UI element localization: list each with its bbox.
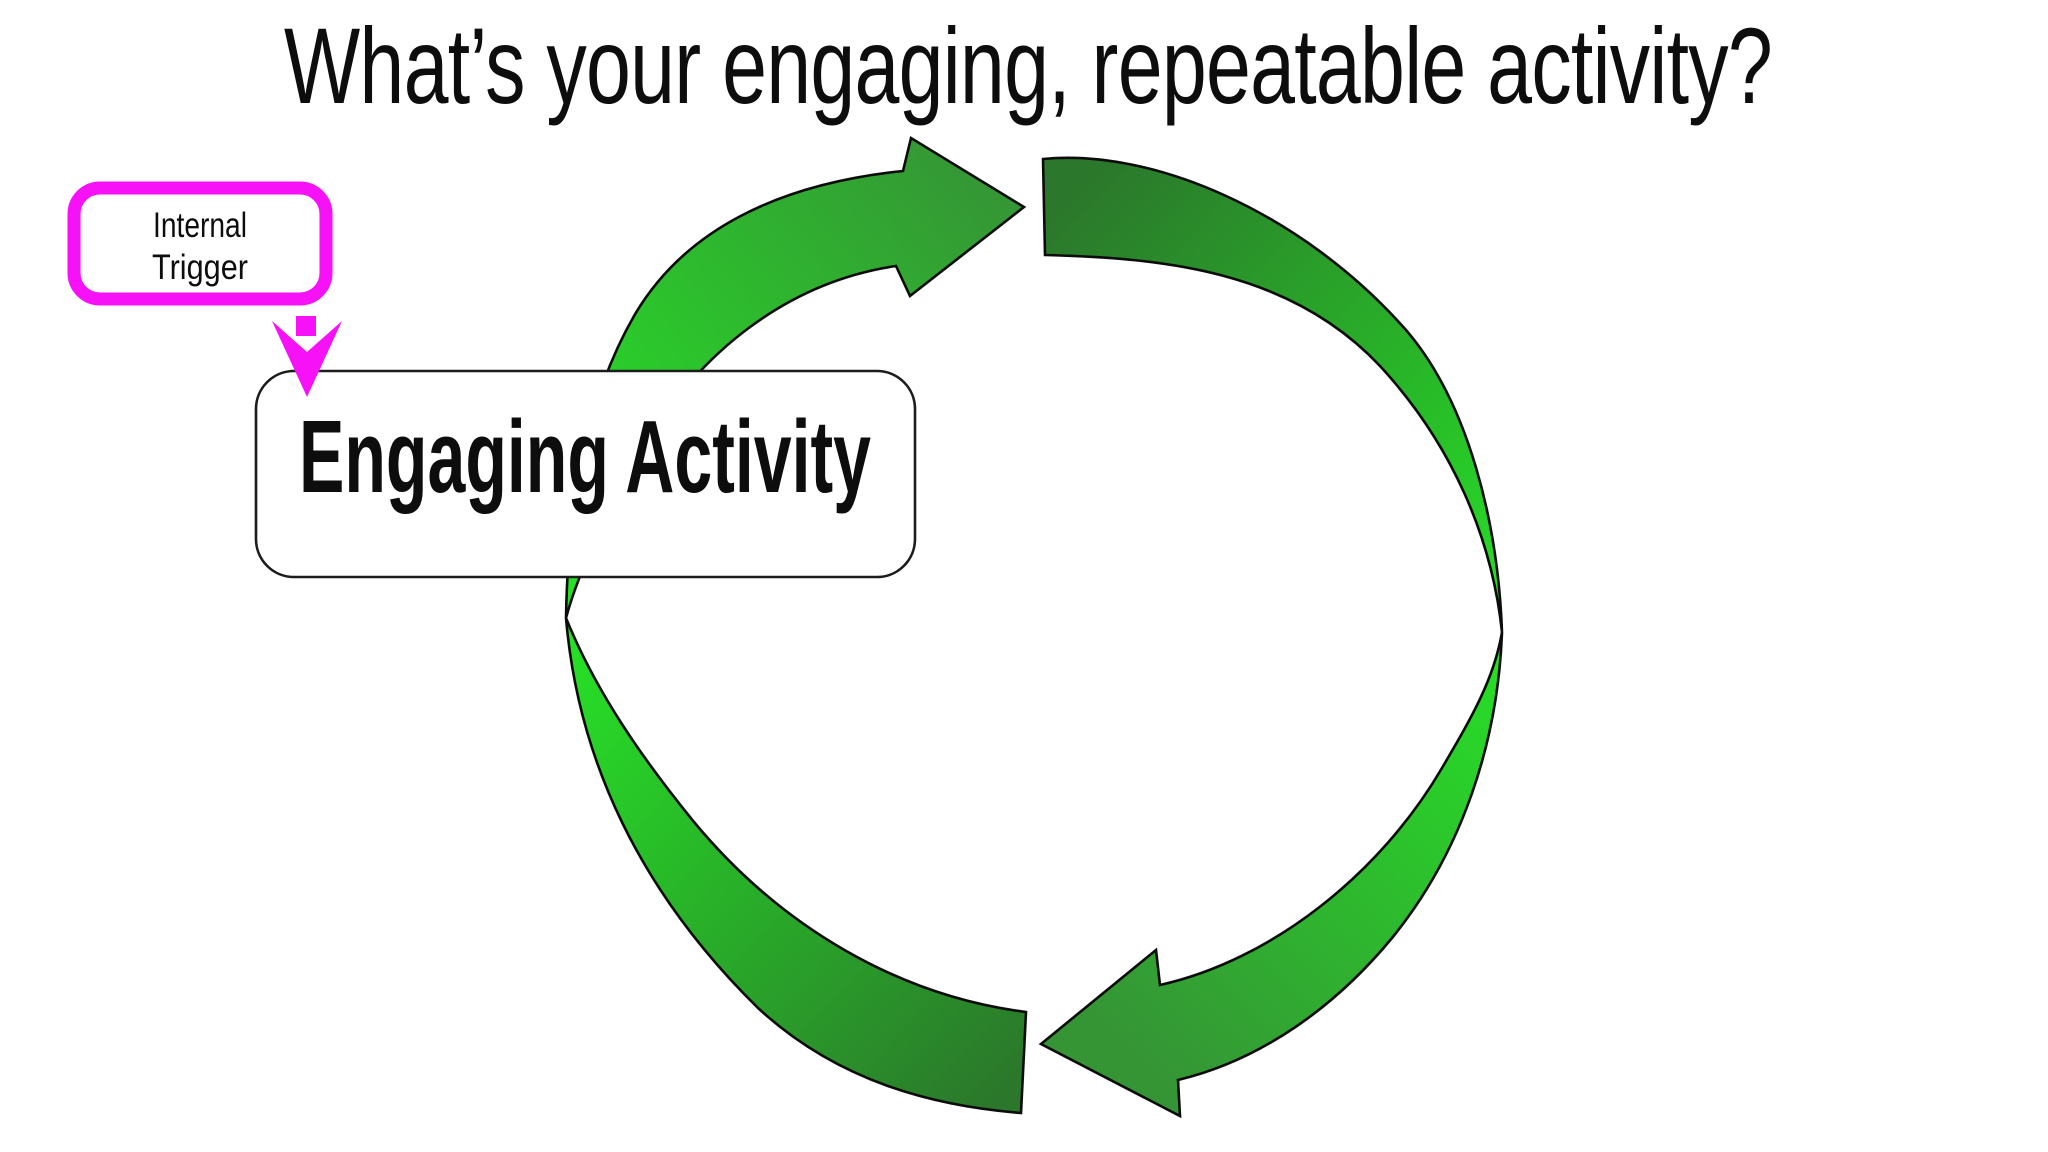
trigger-label-line1: Internal xyxy=(153,206,247,245)
trigger-arrow-dash xyxy=(296,316,316,336)
trigger-arrowhead-icon xyxy=(272,321,342,397)
trigger-arrow xyxy=(272,316,342,397)
activity-box xyxy=(254,369,917,579)
trigger-node: Internal Trigger xyxy=(67,181,333,306)
trigger-box xyxy=(67,181,333,306)
trigger-label-line2: Trigger xyxy=(152,248,248,287)
cycle-diagram xyxy=(564,135,1504,1119)
cycle-arrow-upper-right xyxy=(1041,156,1504,633)
activity-label: Engaging Activity xyxy=(299,399,871,514)
cycle-arrow-lower-left xyxy=(564,617,1028,1115)
slide-title: What’s your engaging, repeatable activit… xyxy=(284,5,1772,126)
activity-node: Engaging Activity xyxy=(254,369,917,579)
cycle-arrow-lower-right xyxy=(1038,631,1504,1119)
